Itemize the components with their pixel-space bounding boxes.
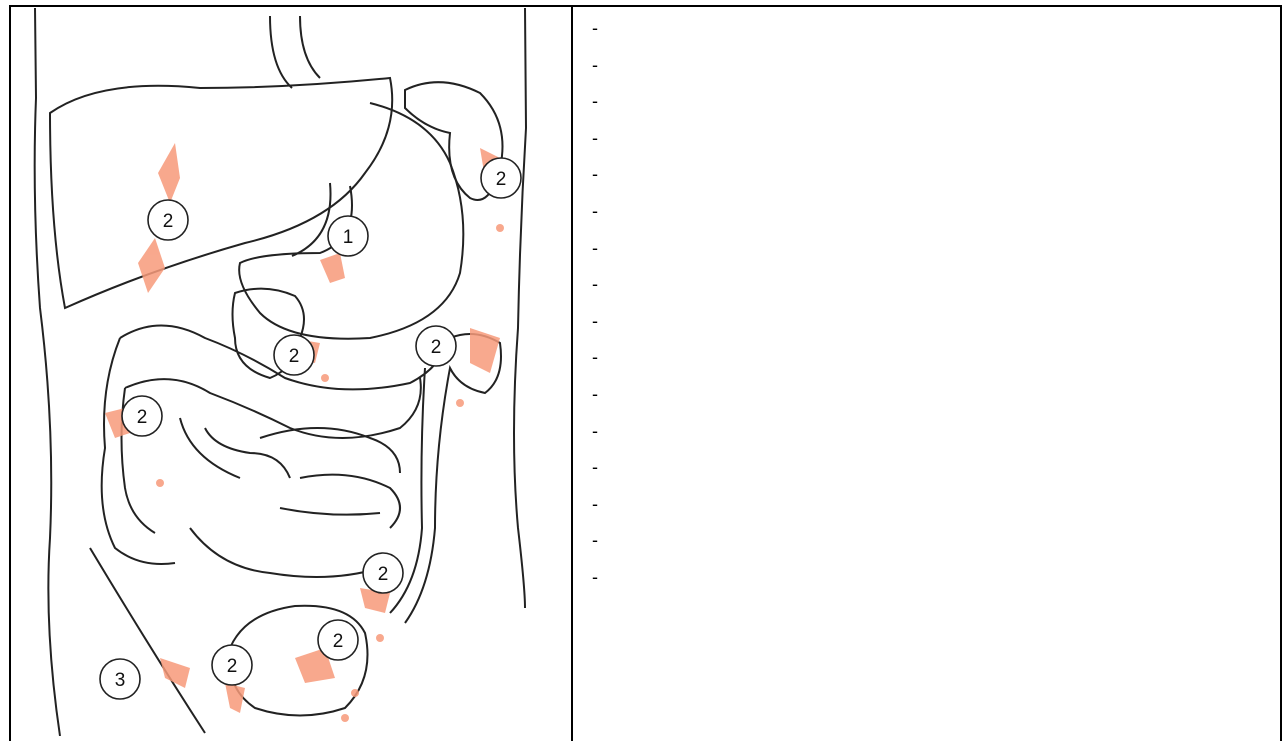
notes-list: - - - - - - - - - - - - - - - -	[592, 14, 598, 600]
marker-label: 2	[378, 564, 389, 585]
notes-line: -	[592, 417, 598, 454]
notes-line: -	[592, 526, 598, 563]
marker-label: 3	[115, 670, 126, 691]
notes-line: -	[592, 490, 598, 527]
notes-line: -	[592, 14, 598, 51]
marker-label: 2	[227, 656, 238, 677]
marker-label: 2	[431, 337, 442, 358]
groin-line	[90, 548, 205, 733]
marker-groin: 3	[100, 659, 140, 699]
abdomen-drawing: 1 2 2 2 2 2 2 2	[30, 8, 530, 736]
notes-line: -	[592, 124, 598, 161]
column-divider	[571, 5, 573, 741]
notes-line: -	[592, 197, 598, 234]
notes-line: -	[592, 87, 598, 124]
notes-line: -	[592, 307, 598, 344]
marker-label: 1	[343, 227, 354, 248]
notes-line: -	[592, 453, 598, 490]
notes-line: -	[592, 160, 598, 197]
notes-line: -	[592, 343, 598, 380]
notes-line: -	[592, 380, 598, 417]
left-body-outline	[35, 8, 60, 736]
notes-line: -	[592, 234, 598, 271]
marker-label: 2	[289, 346, 300, 367]
marker-liver: 2	[148, 200, 188, 240]
marker-sigmoid: 2	[363, 553, 403, 593]
marker-stomach: 1	[328, 216, 368, 256]
anatomy-diagram: 1 2 2 2 2 2 2 2	[30, 8, 530, 736]
marker-spleen: 2	[481, 158, 521, 198]
marker-bladder-left: 2	[212, 645, 252, 685]
marker-ascending-colon: 2	[122, 396, 162, 436]
ascending-colon	[102, 338, 175, 564]
marker-bladder-right: 2	[318, 620, 358, 660]
small-intestine	[180, 418, 400, 577]
notes-line: -	[592, 51, 598, 88]
marker-label: 2	[496, 169, 507, 190]
notes-line: -	[592, 270, 598, 307]
esophagus	[270, 16, 320, 88]
marker-label: 2	[163, 211, 174, 232]
transverse-colon-lower	[125, 378, 421, 438]
marker-label: 2	[137, 407, 148, 428]
marker-label: 2	[333, 631, 344, 652]
marker-descending-colon: 2	[416, 326, 456, 366]
right-body-outline	[514, 8, 526, 608]
marker-duodenum: 2	[274, 335, 314, 375]
notes-line: -	[592, 563, 598, 600]
